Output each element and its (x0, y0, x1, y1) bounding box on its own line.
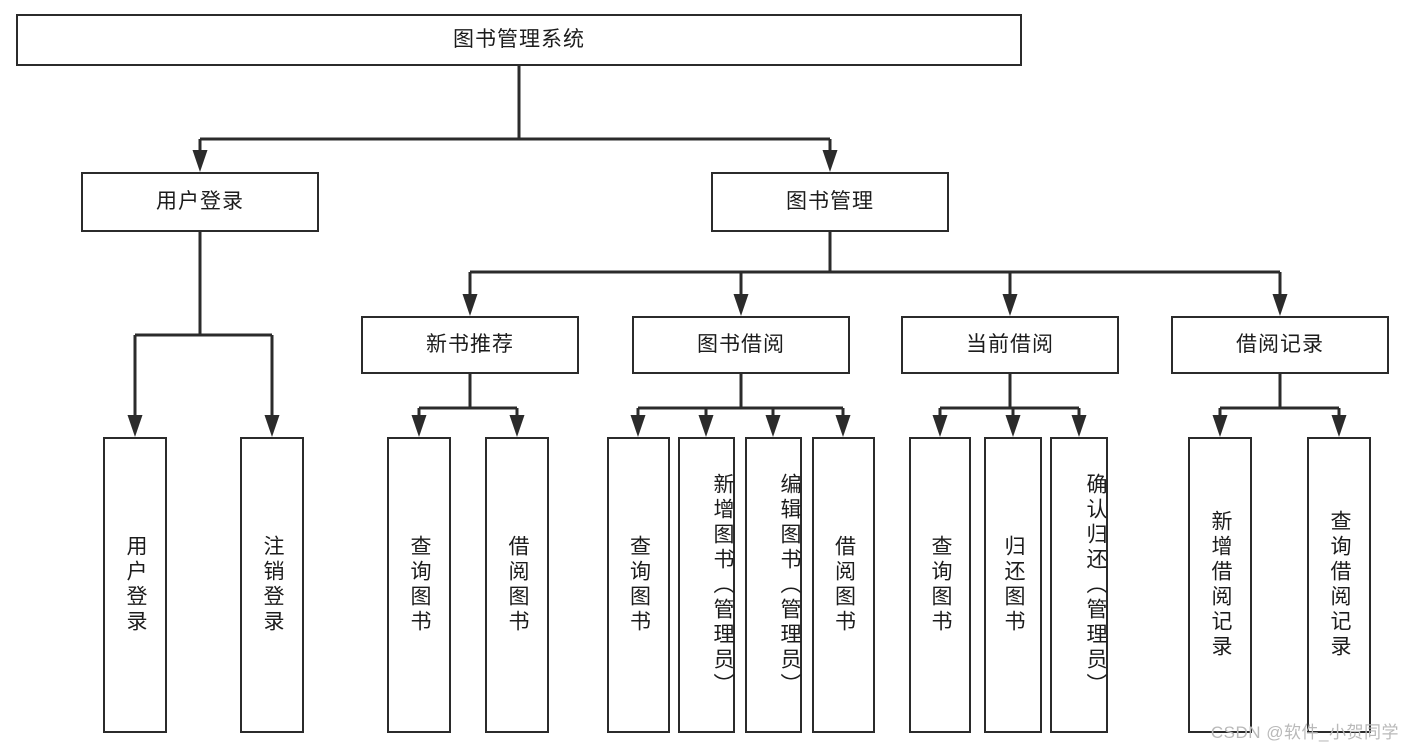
node-leaf-borrow-book-1[interactable]: 借阅图书 (485, 437, 549, 733)
node-leaf-query-book-1[interactable]: 查询图书 (387, 437, 451, 733)
arrow-to-leaf-user-logout-head (264, 415, 280, 437)
arrow-to-leaf-confirm-return-head (1071, 415, 1087, 437)
arrow-to-leaf-add-record-head (1212, 415, 1228, 437)
node-leaf-query-record-label: 查询借阅记录 (1328, 510, 1352, 660)
node-new-book-rec[interactable]: 新书推荐 (361, 316, 579, 374)
node-borrow-record-label: 借阅记录 (1236, 333, 1324, 357)
node-leaf-confirm-return[interactable]: 确认归还（管理员） (1050, 437, 1108, 733)
arrow-to-book-borrow-head (733, 294, 749, 316)
node-book-borrow-label: 图书借阅 (697, 333, 785, 357)
node-leaf-query-record[interactable]: 查询借阅记录 (1307, 437, 1371, 733)
arrow-to-leaf-query-book-2-head (630, 415, 646, 437)
arrow-to-leaf-edit-book-head (765, 415, 781, 437)
node-current-borrow-label: 当前借阅 (966, 333, 1054, 357)
node-leaf-confirm-return-label: 确认归还（管理员） (1084, 472, 1107, 698)
node-leaf-query-book-3-label: 查询图书 (929, 535, 953, 635)
arrow-to-leaf-query-book-1-head (411, 415, 427, 437)
node-book-manage[interactable]: 图书管理 (711, 172, 949, 232)
arrow-to-current-borrow-head (1002, 294, 1018, 316)
node-leaf-user-login-label: 用户登录 (124, 535, 148, 635)
node-leaf-add-record-label: 新增借阅记录 (1209, 510, 1233, 660)
arrow-to-leaf-borrow-book-2-head (835, 415, 851, 437)
node-leaf-add-book[interactable]: 新增图书（管理员） (678, 437, 735, 733)
node-leaf-borrow-book-1-label: 借阅图书 (506, 535, 530, 635)
node-borrow-record[interactable]: 借阅记录 (1171, 316, 1389, 374)
arrow-to-user-login-head (192, 150, 208, 172)
node-leaf-add-record[interactable]: 新增借阅记录 (1188, 437, 1252, 733)
arrow-to-leaf-return-book-head (1005, 415, 1021, 437)
arrow-to-leaf-user-login-head (127, 415, 143, 437)
node-leaf-user-login[interactable]: 用户登录 (103, 437, 167, 733)
node-leaf-query-book-3[interactable]: 查询图书 (909, 437, 971, 733)
node-new-book-rec-label: 新书推荐 (426, 333, 514, 357)
node-current-borrow[interactable]: 当前借阅 (901, 316, 1119, 374)
arrow-to-leaf-query-record-head (1331, 415, 1347, 437)
arrow-to-book-manage-head (822, 150, 838, 172)
node-leaf-user-logout[interactable]: 注销登录 (240, 437, 304, 733)
node-leaf-edit-book-label: 编辑图书（管理员） (778, 472, 801, 698)
node-book-borrow[interactable]: 图书借阅 (632, 316, 850, 374)
arrow-to-new-book-rec-head (462, 294, 478, 316)
node-leaf-borrow-book-2[interactable]: 借阅图书 (812, 437, 875, 733)
node-leaf-query-book-2-label: 查询图书 (627, 535, 651, 635)
node-book-manage-label: 图书管理 (786, 190, 874, 214)
node-leaf-return-book[interactable]: 归还图书 (984, 437, 1042, 733)
node-leaf-borrow-book-2-label: 借阅图书 (832, 535, 856, 635)
node-leaf-edit-book[interactable]: 编辑图书（管理员） (745, 437, 802, 733)
node-user-login[interactable]: 用户登录 (81, 172, 319, 232)
arrow-to-leaf-borrow-book-1-head (509, 415, 525, 437)
node-leaf-return-book-label: 归还图书 (1002, 535, 1026, 635)
node-root-label: 图书管理系统 (453, 28, 585, 52)
node-leaf-query-book-1-label: 查询图书 (408, 535, 432, 635)
node-leaf-user-logout-label: 注销登录 (261, 535, 285, 635)
node-user-login-label: 用户登录 (156, 190, 244, 214)
arrow-to-borrow-record-head (1272, 294, 1288, 316)
arrow-to-leaf-add-book-head (698, 415, 714, 437)
node-leaf-query-book-2[interactable]: 查询图书 (607, 437, 670, 733)
node-root[interactable]: 图书管理系统 (16, 14, 1022, 66)
node-leaf-add-book-label: 新增图书（管理员） (711, 472, 734, 698)
arrow-to-leaf-query-book-3-head (932, 415, 948, 437)
